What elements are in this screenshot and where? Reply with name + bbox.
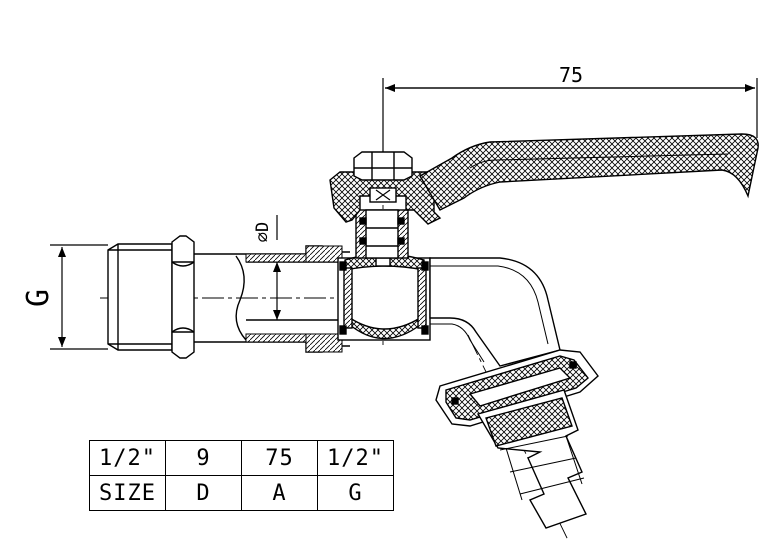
dimension-g-label: G: [21, 289, 56, 307]
cap-nut: [353, 151, 413, 181]
spec-header-d: D: [165, 475, 242, 511]
spec-header-g: G: [317, 475, 394, 511]
spec-headers-row: SIZE D A G: [89, 475, 394, 511]
spec-table: 1/2" 9 75 1/2" SIZE D A G: [89, 440, 394, 511]
body-wall-section: [245, 245, 343, 353]
male-thread-end: [107, 243, 173, 351]
spout-elbow: [429, 257, 561, 367]
spec-value-d: 9: [165, 440, 242, 476]
spec-value-size: 1/2": [89, 440, 166, 476]
hex-nut: [171, 235, 195, 359]
hose-coupling: [435, 349, 599, 427]
spec-header-a: A: [241, 475, 318, 511]
spec-value-g: 1/2": [317, 440, 394, 476]
dimension-handle-length: [382, 78, 758, 152]
hose-tail: [476, 389, 587, 529]
spec-header-size: SIZE: [89, 475, 166, 511]
spec-values-row: 1/2" 9 75 1/2": [89, 440, 394, 476]
valve-stem: [355, 209, 409, 259]
dimension-75-label: 75: [559, 63, 583, 87]
dimension-thread: [50, 244, 108, 350]
dimension-d-label: ⌀D: [253, 222, 273, 242]
ball-chamber: [337, 253, 431, 341]
spec-value-a: 75: [241, 440, 318, 476]
handle-lever: [329, 133, 759, 225]
